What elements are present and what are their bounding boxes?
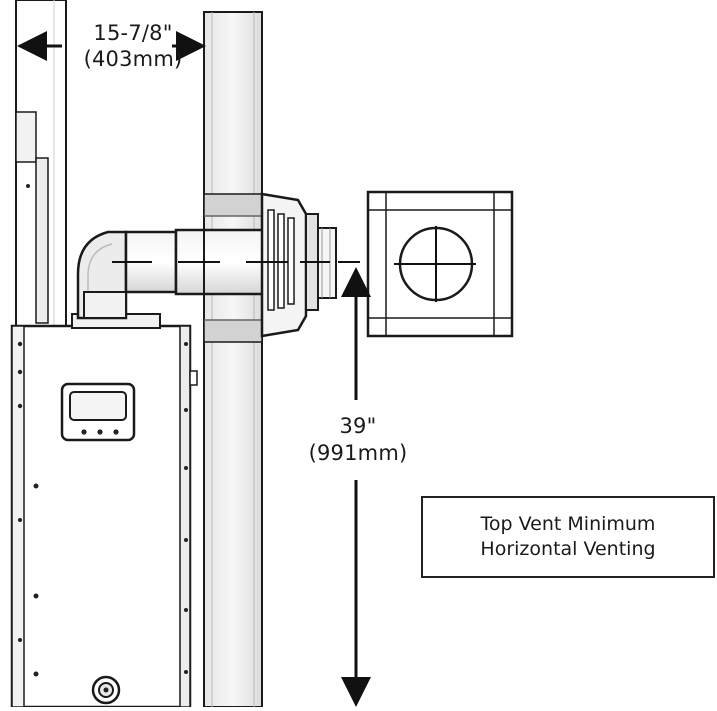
vertical-dimension-imperial: 39" bbox=[339, 414, 377, 438]
horizontal-dimension-metric: (403mm) bbox=[83, 47, 183, 71]
appliance-body bbox=[10, 313, 198, 709]
vertical-dimension-metric: (991mm) bbox=[308, 441, 408, 465]
vent-termination bbox=[260, 192, 337, 338]
caption-box: Top Vent Minimum Horizontal Venting bbox=[421, 496, 715, 578]
vent-centerline bbox=[112, 226, 476, 302]
caption-line-1: Top Vent Minimum bbox=[480, 513, 656, 535]
horizontal-dimension-imperial: 15-7/8" bbox=[93, 21, 173, 45]
vent-pipe bbox=[76, 228, 268, 320]
caption-line-2: Horizontal Venting bbox=[480, 538, 656, 560]
wall-section bbox=[203, 11, 263, 708]
